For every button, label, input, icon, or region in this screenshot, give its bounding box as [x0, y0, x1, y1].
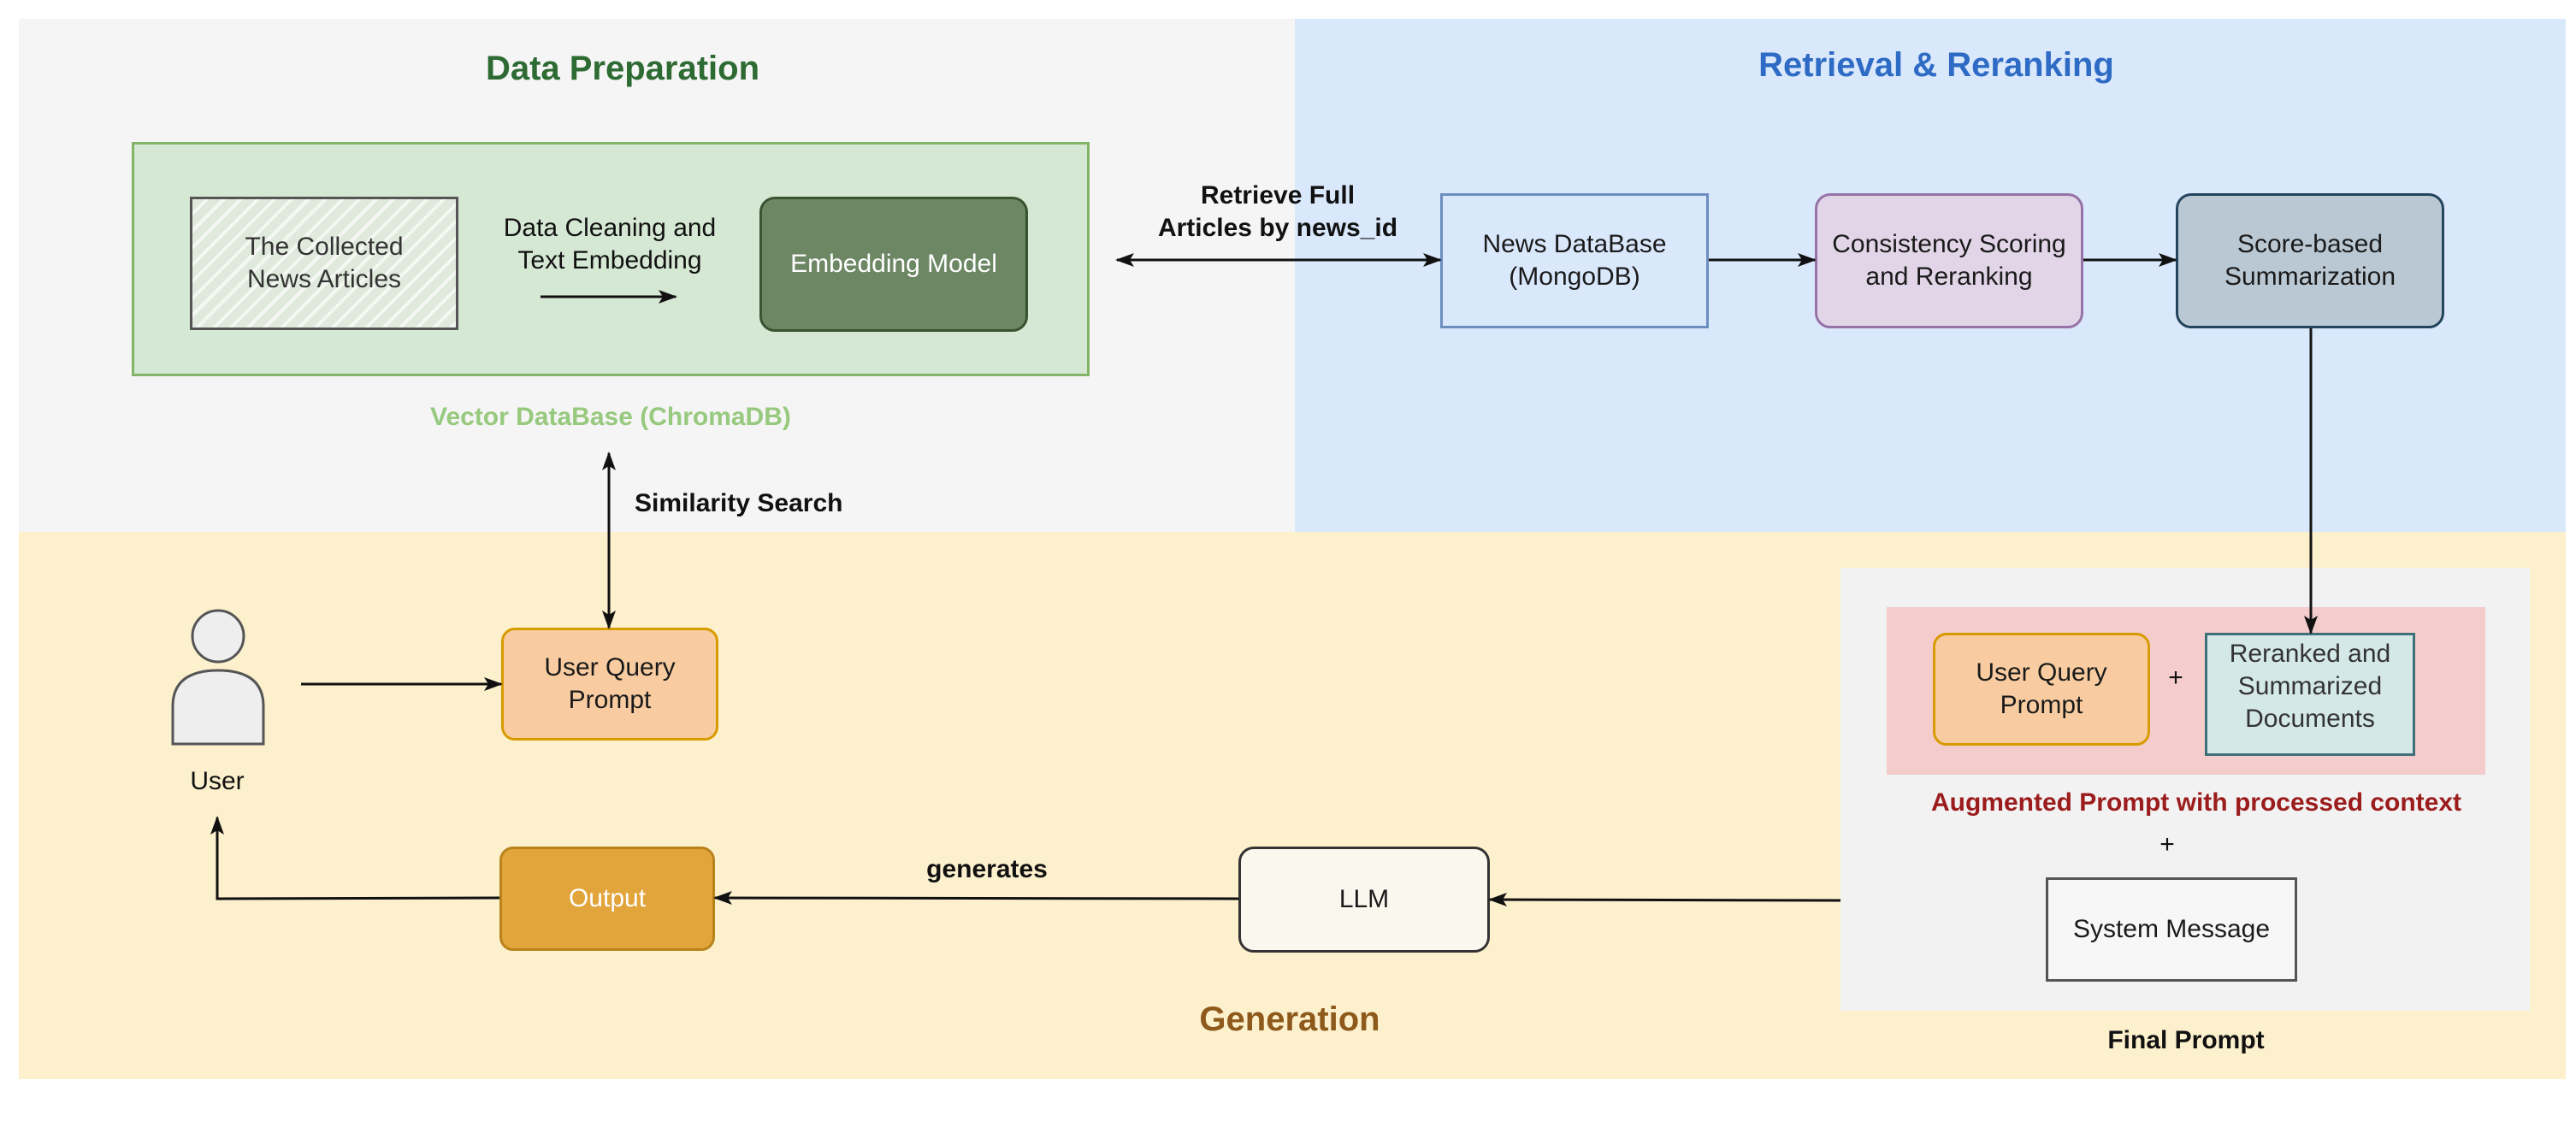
user-query-prompt: User Query Prompt [501, 628, 718, 741]
news-database: News DataBase (MongoDB) [1440, 193, 1709, 328]
llm-to-output-arrow [713, 891, 1239, 906]
score-based-summarization: Score-based Summarization [2176, 193, 2444, 328]
collected-news-articles: The Collected News Articles [190, 197, 458, 330]
output-to-user-arrow [210, 816, 500, 900]
reranked-documents: Reranked and Summarized Documents [2205, 633, 2415, 756]
system-message: System Message [2046, 877, 2297, 982]
retrieve-articles-label: Retrieve Full Articles by news_id [1157, 181, 1398, 242]
user-label: User [190, 767, 245, 795]
data-preparation-title: Data Preparation [485, 50, 760, 87]
output-box: Output [499, 847, 715, 951]
retrieval-title: Retrieval & Reranking [1758, 46, 2114, 84]
plus-sign-outer: + [2159, 830, 2175, 859]
similarity-search-label: Similarity Search [635, 489, 843, 517]
generation-title: Generation [1199, 1000, 1380, 1038]
embedding-model: Embedding Model [759, 197, 1028, 332]
consistency-scoring: Consistency Scoring and Reranking [1815, 193, 2083, 328]
llm-box: LLM [1238, 847, 1490, 953]
plus-sign-inner: + [2168, 664, 2183, 692]
final-prompt-user-query: User Query Prompt [1933, 633, 2150, 746]
final-prompt-label: Final Prompt [2107, 1026, 2265, 1054]
data-cleaning-label: Data Cleaning and Text Embedding [503, 214, 717, 274]
generates-label: generates [926, 855, 1048, 883]
user-icon [171, 609, 265, 746]
vector-database-label: Vector DataBase (ChromaDB) [430, 403, 791, 431]
augmented-prompt-label: Augmented Prompt with processed context [1930, 788, 2462, 817]
